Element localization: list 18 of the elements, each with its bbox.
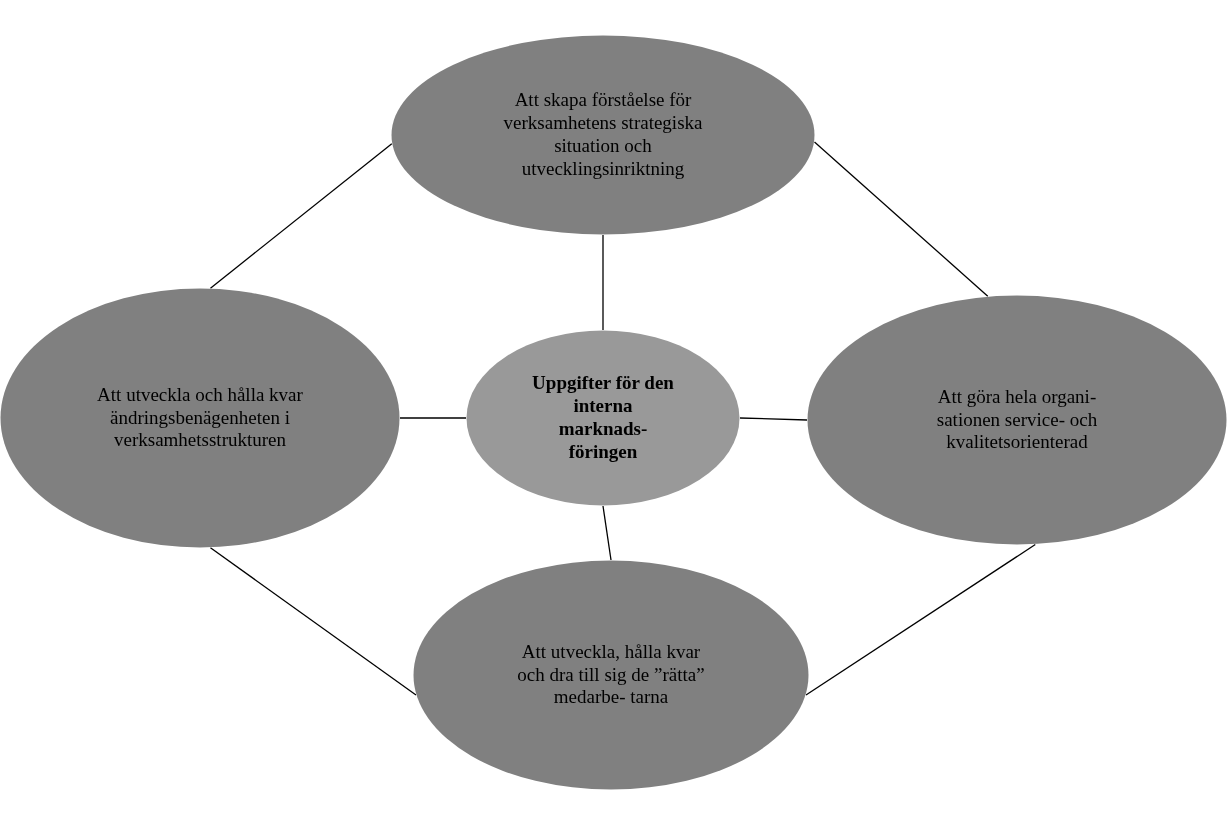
- ellipse-label: Att skapa förståelse för verksamhetens strategiska situation och utvecklingsinriktning: [502, 89, 704, 181]
- ellipse-label: Att utveckla, hålla kvar och dra till sig de ”rätta” medarbe- tarna: [516, 640, 706, 710]
- task-ellipse: [413, 560, 809, 790]
- ellipse-label: Uppgifter för den interna marknads- föringen: [531, 372, 675, 464]
- task-ellipse: [807, 295, 1227, 545]
- ellipse-label: Att utveckla och hålla kvar ändringsbenägenheten i verksamhetsstrukturen: [96, 383, 304, 453]
- ellipse-label: Att göra hela organi- sationen service- och kvalitetsorienterad: [935, 385, 1099, 455]
- center-ellipse: [466, 330, 740, 506]
- connector-line: [209, 143, 393, 289]
- connector-line: [399, 417, 467, 419]
- connector-line: [602, 234, 604, 331]
- connector-line: [813, 141, 989, 297]
- connector-line: [602, 505, 612, 561]
- task-ellipse: [391, 35, 815, 235]
- connector-line: [805, 543, 1036, 696]
- task-ellipse: [0, 288, 400, 548]
- connector-line: [739, 417, 808, 421]
- connector-line: [209, 547, 417, 696]
